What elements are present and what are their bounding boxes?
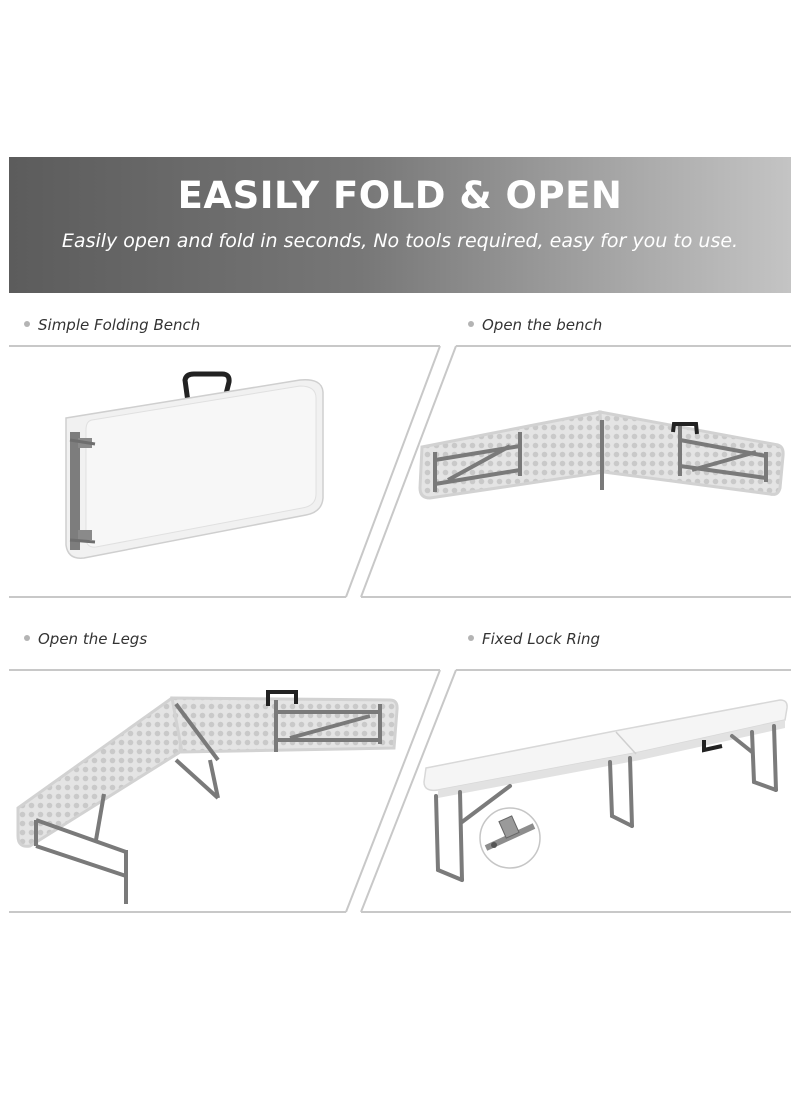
panel-label-fixed-lock-ring: Fixed Lock Ring <box>468 630 600 648</box>
bullet-dot-icon <box>468 320 474 327</box>
carry-handle-icon <box>266 690 298 706</box>
panel-label-open-the-bench: Open the bench <box>468 316 602 334</box>
bullet-dot-icon <box>24 320 30 327</box>
banner-title: EASILY FOLD & OPEN <box>177 174 623 217</box>
bullet-dot-icon <box>468 634 474 641</box>
panel-label-text: Simple Folding Bench <box>38 316 201 334</box>
header-banner: EASILY FOLD & OPEN Easily open and fold … <box>9 157 791 293</box>
panel-label-simple-folding-bench: Simple Folding Bench <box>24 316 200 334</box>
panel-label-text: Fixed Lock Ring <box>482 630 601 648</box>
panel-label-open-the-legs: Open the Legs <box>24 630 147 648</box>
panel-label-text: Open the Legs <box>38 630 148 648</box>
carry-handle-icon <box>182 371 232 405</box>
carry-handle-icon <box>671 422 699 435</box>
banner-subtitle: Easily open and fold in seconds, No tool… <box>61 230 739 252</box>
panel-label-text: Open the bench <box>482 316 603 334</box>
bullet-dot-icon <box>24 634 30 641</box>
